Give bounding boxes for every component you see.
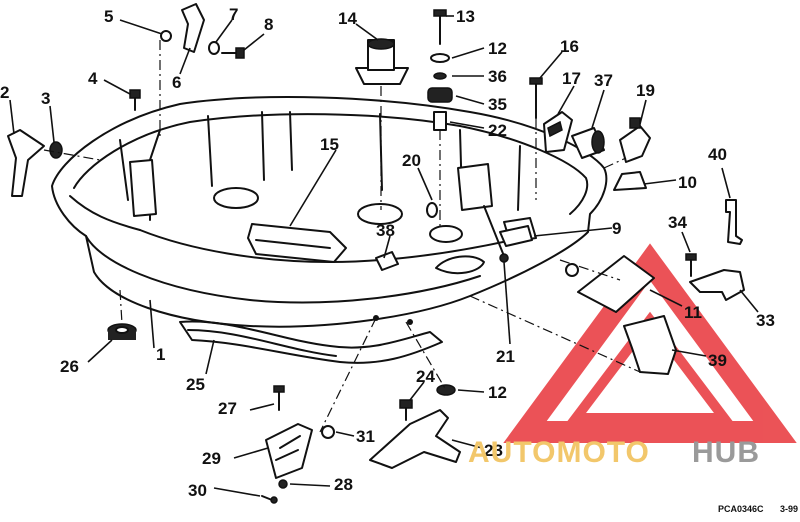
part-12-washer-lower	[436, 384, 456, 396]
callout-label: 25	[186, 375, 205, 394]
part-10-bumper	[613, 171, 647, 191]
part-40-clip	[725, 199, 743, 245]
callout-label: 40	[708, 145, 727, 164]
part-23-bracket	[369, 409, 461, 469]
callout-label: 3	[41, 89, 50, 108]
callout-label: 2	[0, 83, 9, 102]
part-15-pad	[247, 223, 347, 263]
callout-label: 28	[334, 475, 353, 494]
construction-lines	[43, 40, 641, 433]
callout-label: 10	[678, 173, 697, 192]
callout-label: 29	[202, 449, 221, 468]
callout-label: 1	[156, 345, 165, 364]
part-29-bracket	[265, 423, 313, 479]
part-2-handle	[7, 129, 45, 197]
callout-label: 4	[88, 69, 98, 88]
watermark-logo	[503, 243, 797, 443]
part-39-bracket	[623, 315, 677, 375]
part-19-latch	[619, 117, 651, 163]
part-37-bushing	[571, 127, 605, 159]
callout-label: 38	[376, 221, 395, 240]
callout-label: 39	[708, 351, 727, 370]
callout-label: 21	[496, 347, 515, 366]
callout-label: 12	[488, 383, 507, 402]
part-8-screw	[221, 47, 245, 59]
part-31-nut	[321, 425, 335, 439]
part-7-washer	[208, 41, 220, 55]
callout-label: 15	[320, 135, 339, 154]
part-34-screw	[685, 253, 697, 277]
callout-label: 12	[488, 39, 507, 58]
part-38-clip	[375, 251, 399, 271]
callout-label: 6	[172, 73, 181, 92]
part-stack-13-36-35-22	[427, 9, 453, 131]
callout-label: 23	[484, 441, 503, 460]
callout-label: 7	[229, 5, 238, 24]
part-28-nut	[278, 479, 288, 489]
part-4-screw	[129, 89, 141, 111]
part-27-screw	[273, 385, 285, 411]
part-9-latch	[499, 225, 533, 247]
callout-label: 19	[636, 81, 655, 100]
part-3-washer	[49, 141, 63, 159]
callout-label: 5	[104, 7, 113, 26]
part-5-washer	[160, 30, 172, 42]
callout-label: 37	[594, 71, 613, 90]
callout-label: 13	[456, 7, 475, 26]
part-26-grommet	[107, 323, 137, 340]
callout-label: 24	[416, 367, 435, 386]
watermark-brand: AUTOMOTO HUB	[468, 436, 760, 469]
callout-label: 14	[338, 9, 357, 28]
part-14-grommet	[355, 38, 409, 85]
callout-label: 31	[356, 427, 375, 446]
callout-label: 30	[188, 481, 207, 500]
brand-text-part2: HUB	[692, 436, 760, 469]
leader-lines	[9, 15, 759, 497]
callout-label: 35	[488, 95, 507, 114]
part-11-plate	[577, 255, 655, 313]
callout-label: 26	[60, 357, 79, 376]
callout-label: 17	[562, 69, 581, 88]
callout-label: 9	[612, 219, 621, 238]
part-24-screw	[399, 399, 413, 421]
part-30-screw	[261, 495, 278, 504]
callout-label: 36	[488, 67, 507, 86]
brand-text-part1: AUTOMOTO	[468, 436, 650, 469]
part-6-latch-hook	[181, 3, 205, 53]
part-25-seal	[179, 320, 443, 364]
callout-label: 11	[684, 303, 702, 322]
lower-motor-cover	[51, 96, 608, 328]
callout-label: 16	[560, 37, 579, 56]
callout-label: 22	[488, 121, 507, 140]
callout-labels: 1 2 3 4 5 6 7 8 9 10 11 12 13 14 15 16 1…	[0, 5, 775, 500]
part-33-bracket	[689, 269, 745, 301]
figure-code: PCA0346C	[718, 504, 764, 514]
callout-label: 34	[668, 213, 687, 232]
callout-label: 33	[756, 311, 775, 330]
callout-label: 27	[218, 399, 237, 418]
part-bracket-16-17	[529, 77, 573, 153]
figure-date: 3-99	[780, 504, 798, 514]
part-20-washer	[426, 202, 438, 218]
callout-label: 8	[264, 15, 273, 34]
callout-label: 20	[402, 151, 421, 170]
